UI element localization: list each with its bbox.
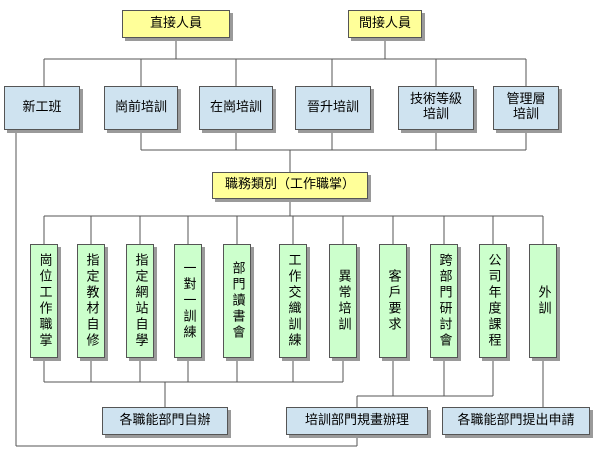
method-label: 一對一訓練: [180, 261, 196, 341]
category-box-management: 管理層 培訓: [493, 86, 559, 130]
direct-staff-box: 直接人員: [122, 10, 230, 38]
method-label: 跨部門研討會: [436, 253, 452, 349]
self-organized-box: 各職能部門自辦: [102, 407, 228, 435]
training-dept-label: 培訓部門規畫辦理: [304, 412, 409, 428]
category-label: 崗前培訓: [114, 99, 167, 115]
method-label: 異常培訓: [335, 269, 351, 333]
method-label: 客戶要求: [385, 269, 401, 333]
method-label: 指定網站自學: [132, 253, 148, 349]
category-box-new-team: 新工班: [4, 86, 80, 130]
method-label: 崗位工作職掌: [36, 253, 52, 349]
method-label: 部門讀書會: [229, 261, 245, 341]
method-label: 外訓: [535, 285, 551, 317]
category-box-pre-job: 崗前培訓: [104, 86, 178, 130]
category-label: 技術等級 培訓: [409, 92, 462, 122]
category-label: 晉升培訓: [306, 99, 359, 115]
method-box: 異常培訓: [329, 244, 357, 358]
category-box-on-job: 在崗培訓: [199, 86, 273, 130]
external-request-label: 各職能部門提出申請: [457, 412, 575, 428]
method-label: 指定教材自修: [83, 253, 99, 349]
method-box: 外訓: [529, 244, 557, 358]
indirect-staff-box: 間接人員: [348, 10, 422, 38]
job-category-label: 職務類別（工作職掌）: [224, 177, 355, 193]
method-box: 指定網站自學: [126, 244, 154, 358]
method-label: 公司年度課程: [485, 253, 501, 349]
category-box-skill-level: 技術等級 培訓: [398, 86, 474, 130]
method-box: 部門讀書會: [223, 244, 251, 358]
category-label: 管理層 培訓: [506, 92, 546, 122]
indirect-staff-label: 間接人員: [358, 15, 411, 31]
method-box: 崗位工作職掌: [30, 244, 58, 358]
job-category-box: 職務類別（工作職掌）: [212, 172, 368, 199]
method-box: 一對一訓練: [174, 244, 202, 358]
method-label: 工作交織訓練: [285, 253, 301, 349]
external-request-box: 各職能部門提出申請: [442, 407, 590, 435]
direct-staff-label: 直接人員: [149, 15, 202, 31]
method-box: 指定教材自修: [77, 244, 105, 358]
method-box: 公司年度課程: [479, 244, 507, 358]
training-dept-box: 培訓部門規畫辦理: [286, 407, 428, 435]
method-box: 客戶要求: [379, 244, 407, 358]
category-label: 在崗培訓: [209, 99, 262, 115]
method-box: 跨部門研討會: [430, 244, 458, 358]
method-box: 工作交織訓練: [279, 244, 307, 358]
category-box-promotion: 晉升培訓: [295, 86, 371, 130]
self-organized-label: 各職能部門自辦: [119, 412, 211, 428]
category-label: 新工班: [22, 99, 62, 115]
